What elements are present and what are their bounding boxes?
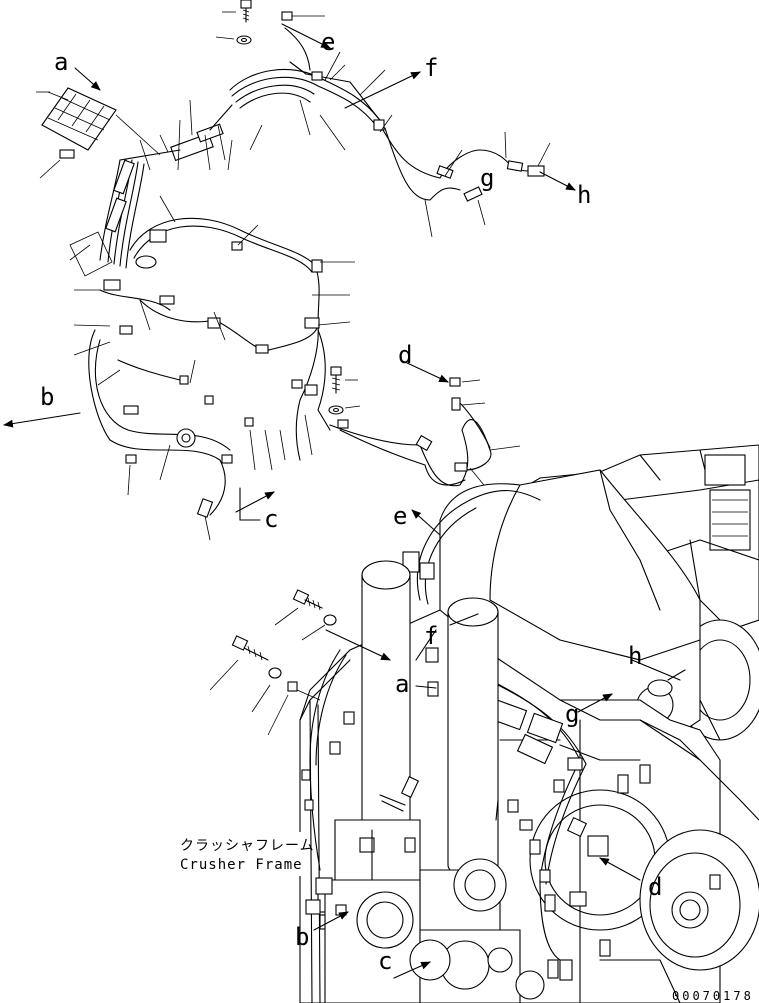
callout-d-upper: d <box>398 341 412 369</box>
bolt-frame-lower <box>209 635 321 736</box>
crusher-frame-view <box>209 444 759 1003</box>
leader-lines-middle <box>69 124 355 541</box>
frame-caption-jp: クラッシャフレーム <box>180 838 315 854</box>
frame-caption-en: Crusher Frame <box>180 857 303 873</box>
callout-g-upper: g <box>480 164 494 192</box>
harness-d-branch <box>329 361 521 491</box>
callout-h-upper: h <box>577 181 591 209</box>
arrow-f <box>344 71 421 109</box>
callout-e-upper: e <box>321 28 335 56</box>
washer-top <box>215 35 252 45</box>
drawing-code: 00070178 <box>672 989 754 1003</box>
arrow-c-upper <box>235 487 275 521</box>
callout-b-lower: b <box>295 923 309 951</box>
callout-labels: a b c d e f g h e f a h g d b c <box>40 28 662 975</box>
callout-e-lower: e <box>393 502 407 530</box>
frame-caption: クラッシャフレーム Crusher Frame <box>176 832 315 876</box>
callout-a-upper: a <box>54 48 68 76</box>
right-cylinder <box>447 597 499 877</box>
lower-arrows <box>313 509 686 979</box>
bolt-frame-upper <box>274 589 337 641</box>
leader-lines-top <box>299 51 551 238</box>
callout-b-upper: b <box>40 383 54 411</box>
harness-top-run <box>229 27 545 202</box>
relay-box <box>36 67 161 179</box>
arrow-b-upper <box>3 412 81 428</box>
base-assembly <box>305 819 545 1003</box>
connector-block <box>119 99 233 171</box>
callout-c-lower: c <box>378 947 392 975</box>
bolt-top <box>222 0 252 23</box>
clamp-e <box>281 11 331 49</box>
callout-d-lower: d <box>648 873 662 901</box>
callout-f-upper: f <box>424 54 438 82</box>
callout-h-lower: h <box>628 642 642 670</box>
callout-c-upper: c <box>264 505 278 533</box>
callout-a-lower: a <box>395 670 409 698</box>
bolt-middle <box>328 366 361 415</box>
harness-exploded-view <box>3 0 576 541</box>
arrow-h <box>539 171 576 191</box>
harness-main-loop <box>88 217 331 518</box>
callout-f-lower: f <box>424 622 438 650</box>
harness-bundle <box>69 159 145 277</box>
callout-g-lower: g <box>565 700 579 728</box>
